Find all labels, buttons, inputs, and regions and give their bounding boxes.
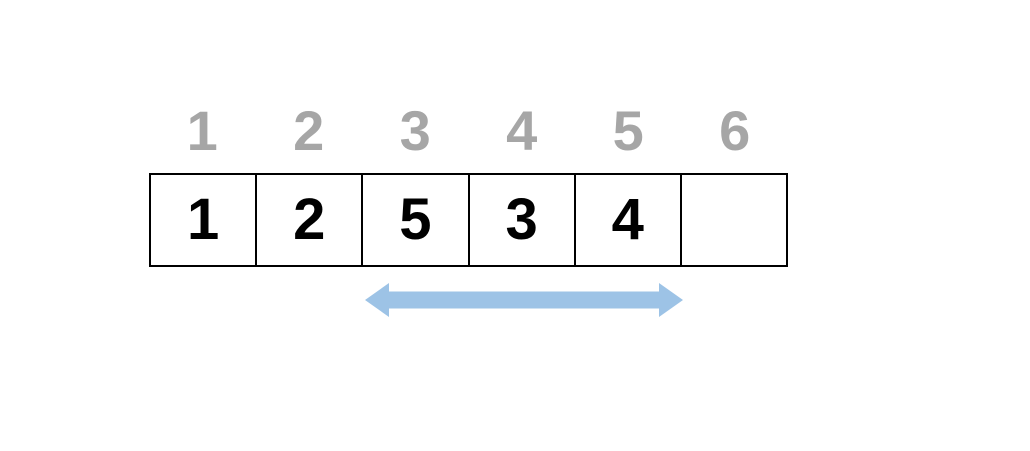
index-label-5: 5 bbox=[612, 99, 644, 162]
array-cell-6 bbox=[679, 175, 786, 265]
array-cell-2: 2 bbox=[255, 175, 361, 265]
index-label-6: 6 bbox=[719, 99, 751, 162]
cell-value-5: 4 bbox=[611, 187, 644, 252]
index-label-3: 3 bbox=[399, 99, 431, 162]
double-arrow-icon bbox=[365, 283, 683, 317]
array-cell-3: 5 bbox=[361, 175, 467, 265]
array-cell-4: 3 bbox=[467, 175, 574, 265]
index-label-4: 4 bbox=[506, 99, 538, 162]
cell-value-2: 2 bbox=[293, 187, 326, 252]
cell-value-3: 5 bbox=[399, 187, 432, 252]
array-cell-1: 1 bbox=[151, 175, 255, 265]
array-cell-5: 4 bbox=[573, 175, 680, 265]
index-row: 1 2 3 4 5 6 bbox=[149, 102, 788, 160]
array-table: 1 2 5 3 4 bbox=[149, 173, 788, 267]
cell-value-1: 1 bbox=[186, 187, 220, 252]
double-arrow-shape bbox=[365, 283, 683, 317]
index-label-2: 2 bbox=[293, 99, 325, 162]
index-label-1: 1 bbox=[186, 99, 218, 162]
cell-value-4: 3 bbox=[505, 187, 538, 252]
